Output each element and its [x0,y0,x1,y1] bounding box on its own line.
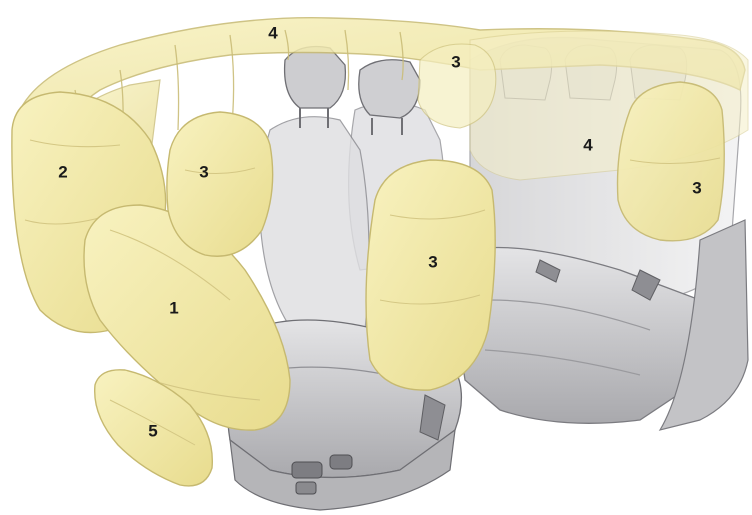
callout-4a: 4 [268,25,277,42]
callout-4b: 4 [583,137,592,154]
seat-recline-switch [330,455,352,469]
front-side-airbag-center [366,160,495,390]
callout-3d: 3 [692,180,701,197]
seat-adjust-switch [292,462,322,478]
rear-side-airbag [618,82,725,241]
front-headrest [285,47,346,109]
callout-3b: 3 [451,54,460,71]
callout-5: 5 [148,423,157,440]
callout-3a: 3 [199,164,208,181]
front-seat-backrest [260,117,369,340]
callout-3c: 3 [428,254,437,271]
front-headrest-rear [359,60,420,118]
callout-2: 2 [58,164,67,181]
callout-1: 1 [169,300,178,317]
front-side-airbag-left [167,112,273,256]
